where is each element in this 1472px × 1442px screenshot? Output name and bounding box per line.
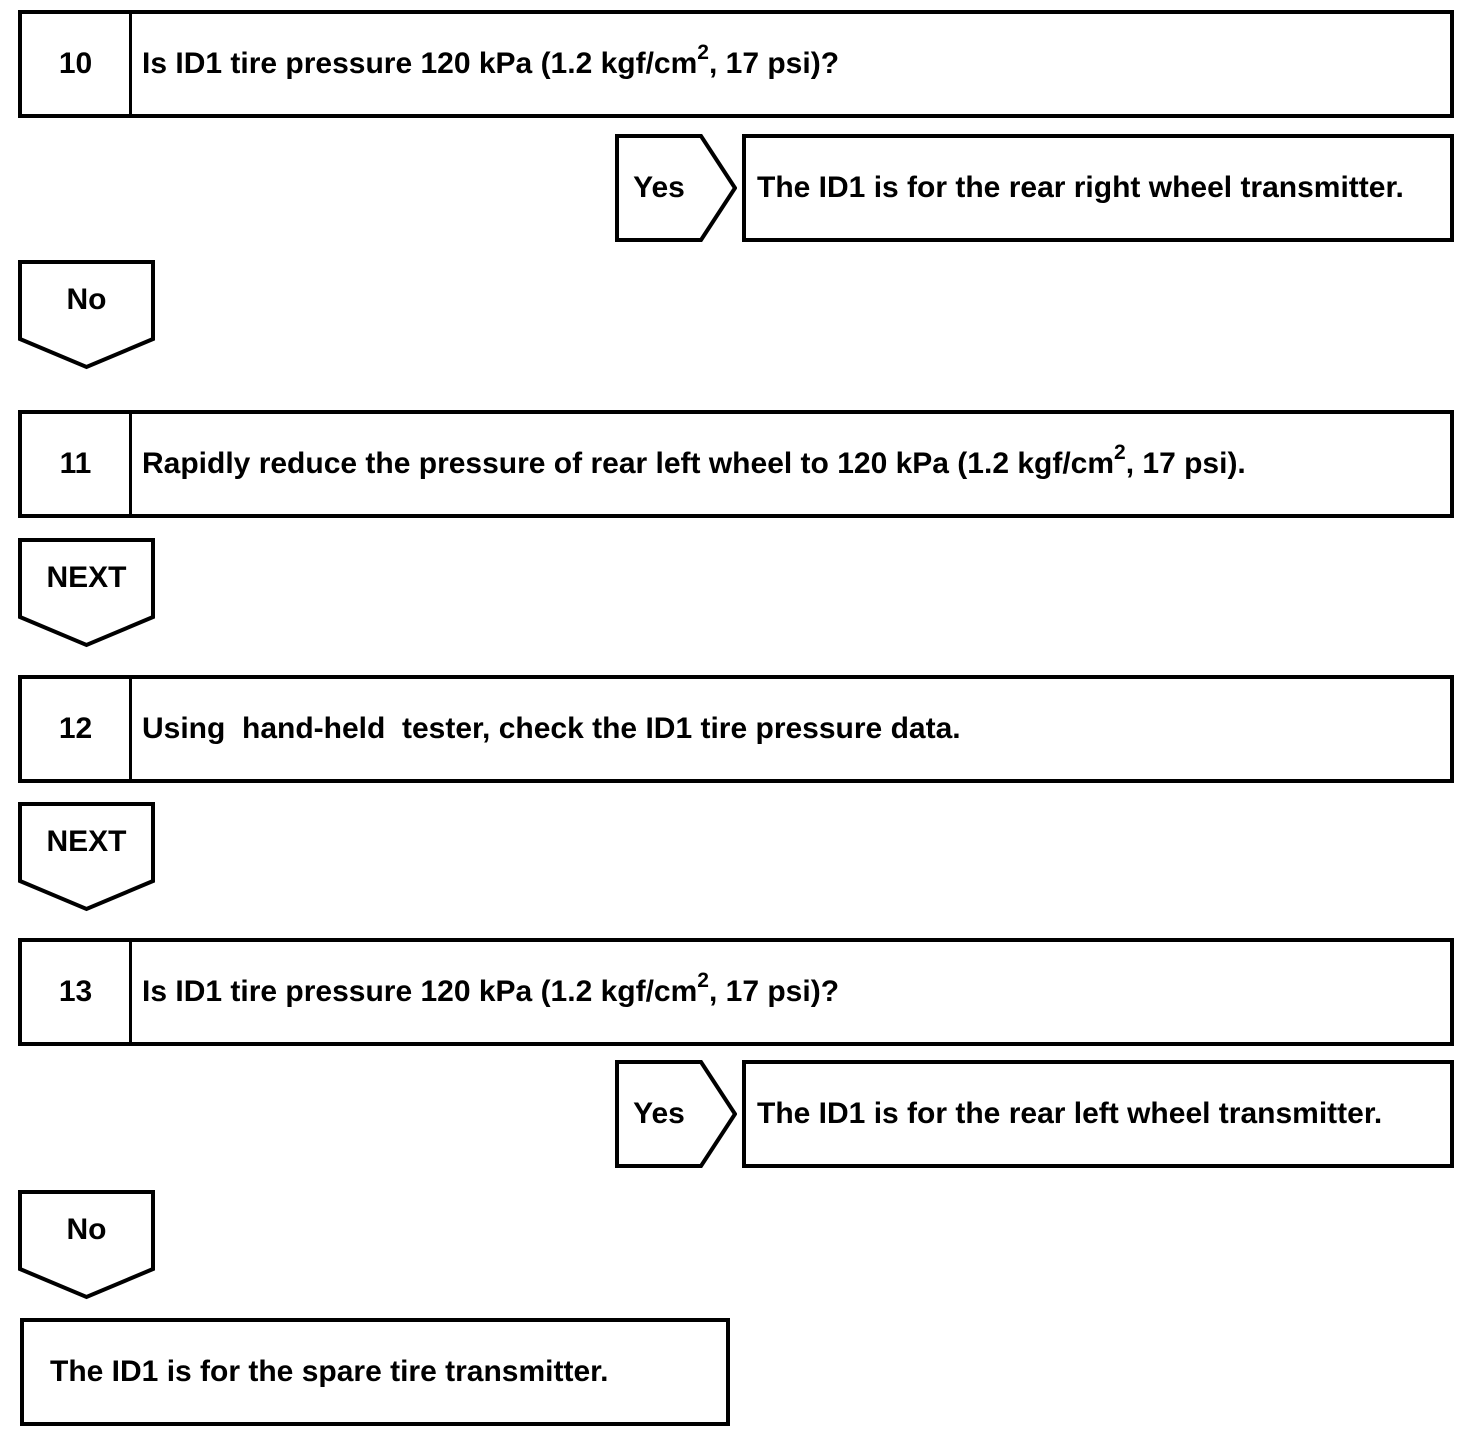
- yes-label-2: Yes: [633, 1097, 685, 1130]
- next-pentagon-shape-2: [18, 802, 155, 912]
- step-instruction-11-pre: Rapidly reduce the pressure of rear left…: [142, 447, 1115, 480]
- result-box-rear-right: The ID1 is for the rear right wheel tran…: [742, 134, 1454, 242]
- step-instruction-12-pre: Using hand-held tester, check the ID1 ti…: [142, 712, 961, 745]
- no-label-2: No: [66, 1213, 107, 1246]
- step-instruction-11: Rapidly reduce the pressure of rear left…: [132, 414, 1450, 514]
- step-box-10: 10 Is ID1 tire pressure 120 kPa (1.2 kgf…: [18, 10, 1454, 118]
- step-question-13: Is ID1 tire pressure 120 kPa (1.2 kgf/cm…: [132, 942, 1450, 1042]
- yes-pentagon-shape-2: [615, 1060, 737, 1168]
- no-connector-1: No: [18, 260, 155, 370]
- no-connector-2: No: [18, 1190, 155, 1300]
- no-pentagon-shape-1: [18, 260, 155, 370]
- step-number-12: 12: [22, 679, 132, 779]
- yes-label-1: Yes: [633, 171, 685, 204]
- yes-connector-1: Yes: [615, 134, 737, 242]
- next-connector-2: NEXT: [18, 802, 155, 912]
- step-box-11: 11 Rapidly reduce the pressure of rear l…: [18, 410, 1454, 518]
- step-instruction-12: Using hand-held tester, check the ID1 ti…: [132, 679, 1450, 779]
- step-number-11: 11: [22, 414, 132, 514]
- step-question-10-pre: Is ID1 tire pressure 120 kPa (1.2 kgf/cm: [142, 47, 698, 80]
- step-instruction-11-sup: 2: [1114, 441, 1126, 464]
- no-pentagon-shape-2: [18, 1190, 155, 1300]
- result-box-rear-left: The ID1 is for the rear left wheel trans…: [742, 1060, 1454, 1168]
- next-label-1: NEXT: [46, 561, 127, 594]
- step-instruction-11-post: , 17 psi).: [1125, 447, 1246, 480]
- result-box-spare-tire: The ID1 is for the spare tire transmitte…: [20, 1318, 730, 1426]
- next-label-2: NEXT: [46, 825, 127, 858]
- step-box-12: 12 Using hand-held tester, check the ID1…: [18, 675, 1454, 783]
- step-question-10: Is ID1 tire pressure 120 kPa (1.2 kgf/cm…: [132, 14, 1450, 114]
- result-text-rear-right: The ID1 is for the rear right wheel tran…: [757, 171, 1404, 204]
- step-question-13-post: , 17 psi)?: [708, 975, 840, 1008]
- next-pentagon-shape-1: [18, 538, 155, 648]
- result-text-rear-left: The ID1 is for the rear left wheel trans…: [757, 1097, 1383, 1130]
- step-number-13: 13: [22, 942, 132, 1042]
- no-label-1: No: [66, 283, 107, 316]
- step-question-10-post: , 17 psi)?: [708, 47, 840, 80]
- step-question-13-sup: 2: [697, 969, 709, 992]
- step-number-10: 10: [22, 14, 132, 114]
- yes-connector-2: Yes: [615, 1060, 737, 1168]
- step-question-13-pre: Is ID1 tire pressure 120 kPa (1.2 kgf/cm: [142, 975, 698, 1008]
- step-question-10-sup: 2: [697, 41, 709, 64]
- yes-pentagon-shape-1: [615, 134, 737, 242]
- step-box-13: 13 Is ID1 tire pressure 120 kPa (1.2 kgf…: [18, 938, 1454, 1046]
- result-text-spare-tire: The ID1 is for the spare tire transmitte…: [50, 1355, 609, 1388]
- next-connector-1: NEXT: [18, 538, 155, 648]
